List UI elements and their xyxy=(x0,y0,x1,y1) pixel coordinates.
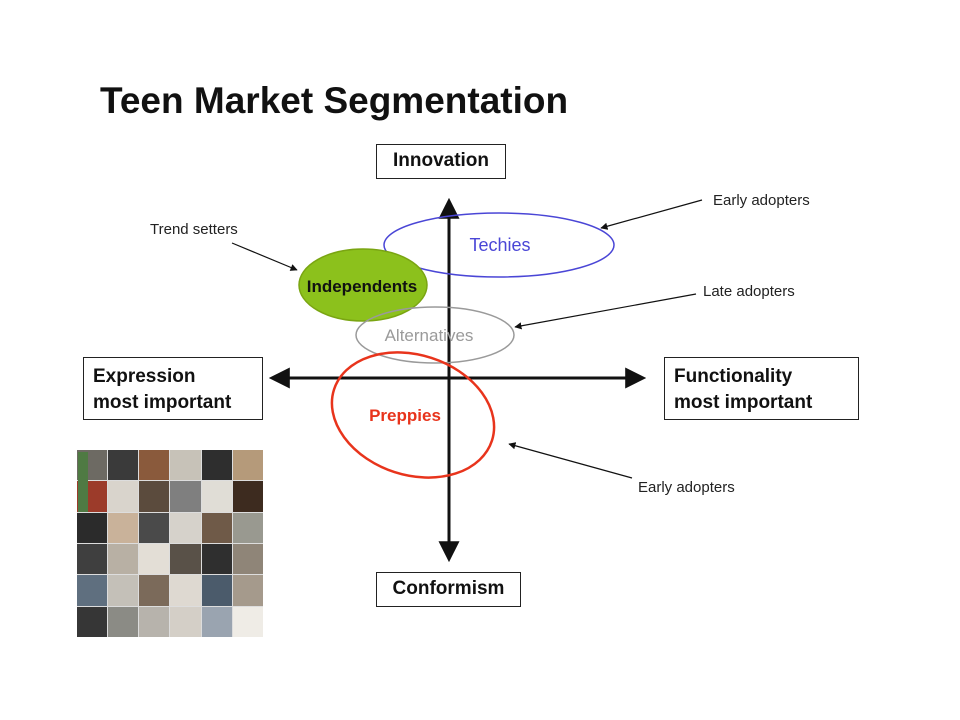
collage-tile xyxy=(201,450,232,481)
independents-label: Independents xyxy=(307,277,418,296)
collage-tile xyxy=(232,481,263,512)
collage-tile xyxy=(108,481,139,512)
collage-tile xyxy=(108,512,139,543)
collage-tile xyxy=(139,575,170,606)
early-adopters-bottom-arrow xyxy=(508,442,633,479)
collage-tile xyxy=(108,606,139,637)
collage-tile xyxy=(232,512,263,543)
collage-tile xyxy=(108,575,139,606)
collage-tile xyxy=(170,481,201,512)
collage-tile xyxy=(108,450,139,481)
collage-tile xyxy=(108,544,139,575)
collage-tile xyxy=(201,575,232,606)
functionality-label-line1: Functionality xyxy=(674,366,793,387)
conformism-label: Conformism xyxy=(376,572,521,607)
functionality-label: Functionality most important xyxy=(664,357,859,420)
collage-tile xyxy=(139,481,170,512)
early-adopters-top-arrow xyxy=(600,199,703,230)
early-adopters-top-annotation: Early adopters xyxy=(713,192,810,209)
trend-setters-arrow xyxy=(231,242,298,271)
page-title: Teen Market Segmentation xyxy=(100,80,569,121)
collage-tile xyxy=(139,544,170,575)
collage-tile xyxy=(139,450,170,481)
collage-tile xyxy=(170,512,201,543)
preppies-label: Preppies xyxy=(369,406,441,425)
collage-tile xyxy=(170,450,201,481)
expression-label-line2: most important xyxy=(93,392,232,413)
collage-tile xyxy=(77,544,108,575)
collage-tile xyxy=(77,512,108,543)
collage-tile xyxy=(139,606,170,637)
early-adopters-bottom-annotation: Early adopters xyxy=(638,479,735,496)
collage-tile xyxy=(232,544,263,575)
collage-tile xyxy=(170,606,201,637)
independents-ellipse xyxy=(298,248,428,322)
techies-ellipse xyxy=(383,212,615,278)
collage-tile xyxy=(170,575,201,606)
functionality-label-line2: most important xyxy=(674,392,813,413)
collage-spine xyxy=(78,452,88,512)
preppies-ellipse xyxy=(330,351,496,479)
innovation-label: Innovation xyxy=(376,144,506,179)
collage-tile xyxy=(201,512,232,543)
expression-label-line1: Expression xyxy=(93,366,196,387)
collage-tile xyxy=(201,481,232,512)
collage-tile xyxy=(232,450,263,481)
alternatives-label: Alternatives xyxy=(385,326,474,345)
collage-tile xyxy=(232,606,263,637)
trend-setters-annotation: Trend setters xyxy=(150,221,238,238)
expression-label: Expression most important xyxy=(83,357,263,420)
product-collage-image xyxy=(77,450,263,637)
alternatives-ellipse xyxy=(355,306,515,364)
late-adopters-arrow xyxy=(514,293,697,330)
collage-tile xyxy=(77,606,108,637)
collage-tile xyxy=(77,575,108,606)
collage-tile xyxy=(201,544,232,575)
collage-tile xyxy=(201,606,232,637)
techies-label: Techies xyxy=(469,235,530,255)
late-adopters-annotation: Late adopters xyxy=(703,283,795,300)
collage-tile xyxy=(139,512,170,543)
collage-tile xyxy=(170,544,201,575)
collage-tile xyxy=(232,575,263,606)
